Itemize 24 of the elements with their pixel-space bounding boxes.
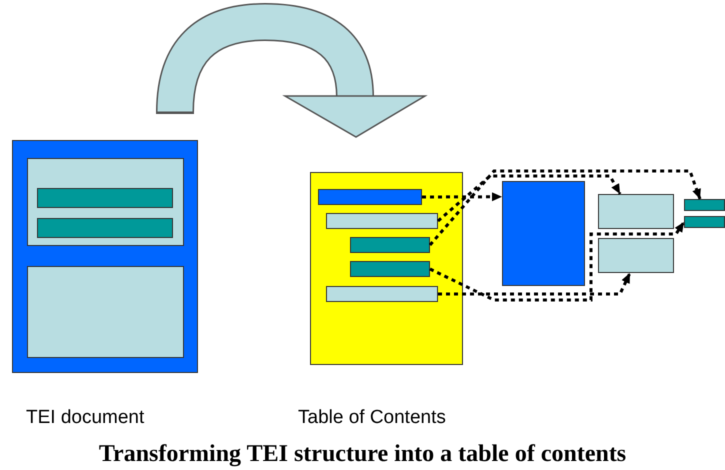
content-bar — [37, 218, 173, 238]
content-bar — [37, 188, 173, 208]
entry-bar — [350, 261, 430, 277]
target-bar — [684, 199, 725, 211]
contents-page — [310, 172, 463, 365]
dotted-arrow — [428, 170, 702, 246]
section-panel — [27, 158, 184, 246]
document-box — [12, 140, 198, 373]
entry-bar — [326, 286, 438, 302]
entry-bar — [350, 237, 430, 253]
target-box — [502, 181, 585, 286]
dotted-arrow — [422, 192, 502, 202]
entry-bar — [326, 213, 438, 229]
target-box — [598, 194, 674, 229]
section-panel — [27, 266, 184, 358]
target-box — [598, 238, 674, 273]
caption-label: Table of Contents — [298, 406, 446, 430]
dotted-arrow — [429, 221, 686, 302]
dotted-arrow — [438, 272, 632, 296]
caption-label: TEI document — [26, 406, 144, 430]
dotted-arrow — [437, 174, 622, 222]
target-bar — [684, 216, 725, 228]
caption: Transforming TEI structure into a table of contents — [98, 440, 628, 469]
entry-bar — [318, 189, 422, 205]
